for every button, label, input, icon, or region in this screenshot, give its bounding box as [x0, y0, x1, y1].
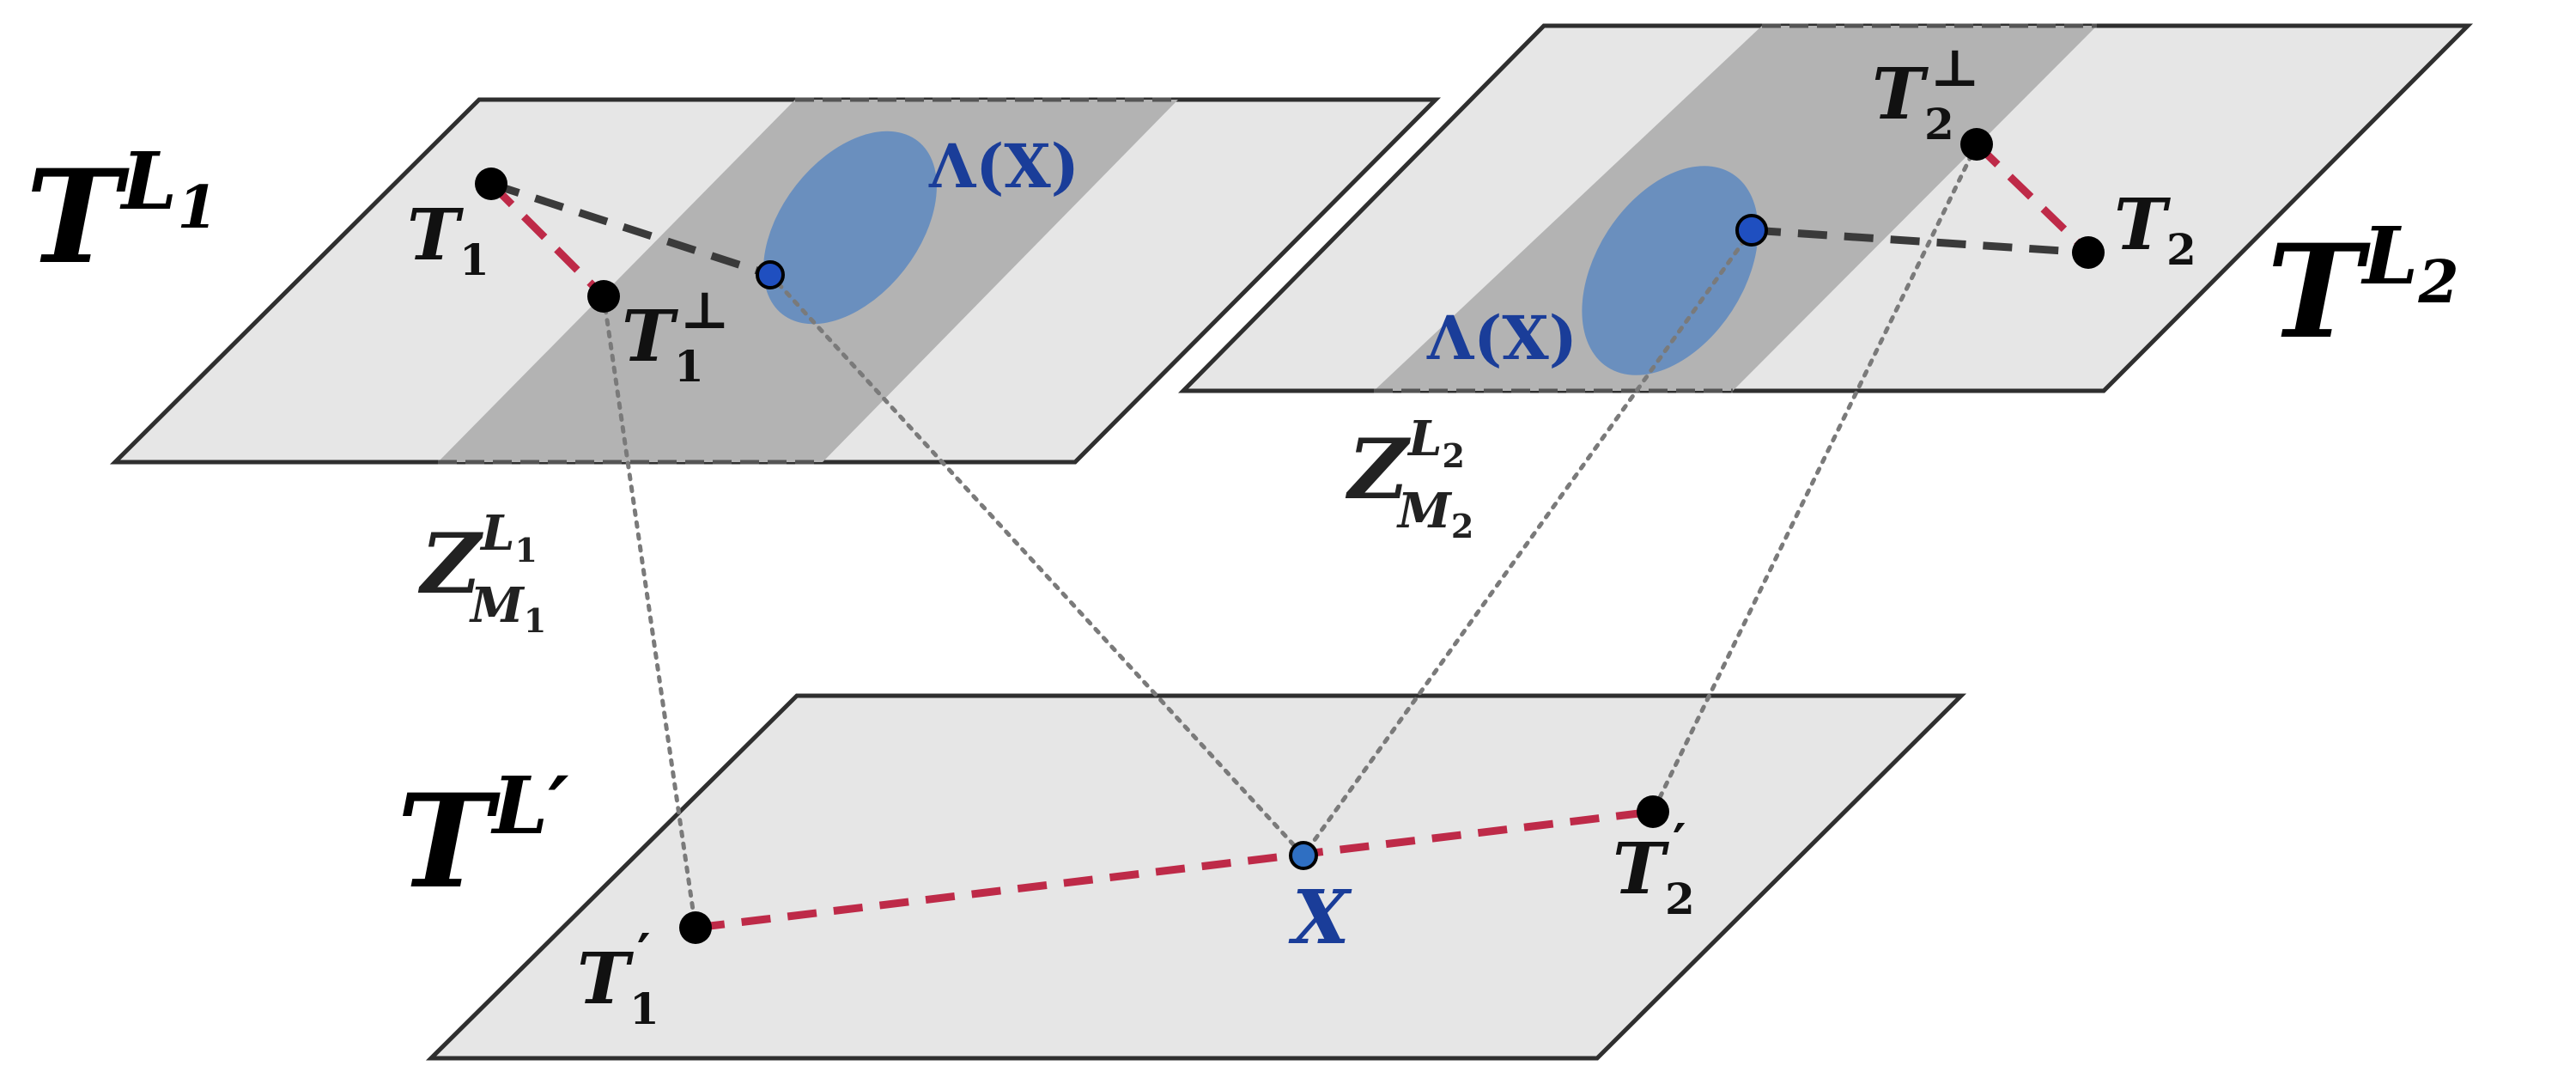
projection-lines	[601, 142, 1979, 930]
plane-bottom-surface	[425, 693, 1967, 1061]
plane-1-dark-segment	[489, 180, 772, 279]
plane-2-label-t2: T2	[2114, 184, 2196, 275]
plane-1-label-lambda: Λ(X)	[928, 131, 1079, 202]
plane-bottom-label-x: X	[1288, 874, 1352, 961]
plane-1-point-lambda	[756, 260, 785, 289]
plane-2-lambda-ellipse	[1582, 166, 1759, 375]
plane-2-title: TL2	[2267, 210, 2459, 368]
plane-bottom-point-t1prime	[679, 911, 712, 944]
plane-2-label-lambda: Λ(X)	[1426, 302, 1577, 374]
projection-lambda2-to-x	[1301, 228, 1754, 858]
plane-2	[1178, 23, 2474, 393]
plane-bottom-label-t2prime: T2′	[1613, 813, 1695, 924]
plane-1-label-t1: T1	[407, 194, 489, 285]
plane-bottom-point-x	[1289, 841, 1318, 870]
plane-2-point-lambda	[1735, 214, 1768, 247]
plane-bottom-label-t1prime: T1′	[577, 923, 659, 1034]
projection-t2perp-to-t2prime	[1650, 142, 1979, 814]
projection-lambda1-to-x	[768, 272, 1306, 858]
plane-bottom-red-segment	[695, 807, 1654, 932]
plane-1-red-segment	[488, 180, 607, 300]
plane-1-point-t1perp	[587, 280, 620, 313]
plane-1-title: TL1	[26, 135, 218, 293]
projection-t1perp-to-t1prime	[601, 294, 698, 930]
plane-2-red-segment	[1973, 141, 2092, 256]
plane-2-point-t2	[2072, 236, 2105, 269]
plane-bottom-title: TL′	[397, 759, 569, 917]
plane-bottom	[425, 693, 1967, 1061]
plane-2-dark-segment	[1751, 226, 2089, 257]
plane-1-label-t1perp: T1⊥	[622, 281, 729, 392]
plane-1-point-t1	[475, 167, 507, 200]
plane-1-lambda-ellipse	[763, 131, 937, 325]
plane-bottom-point-t2prime	[1637, 795, 1669, 828]
plane-2-label-t2perp: T2⊥	[1872, 39, 1979, 149]
plane-2-point-t2perp	[1960, 128, 1993, 161]
